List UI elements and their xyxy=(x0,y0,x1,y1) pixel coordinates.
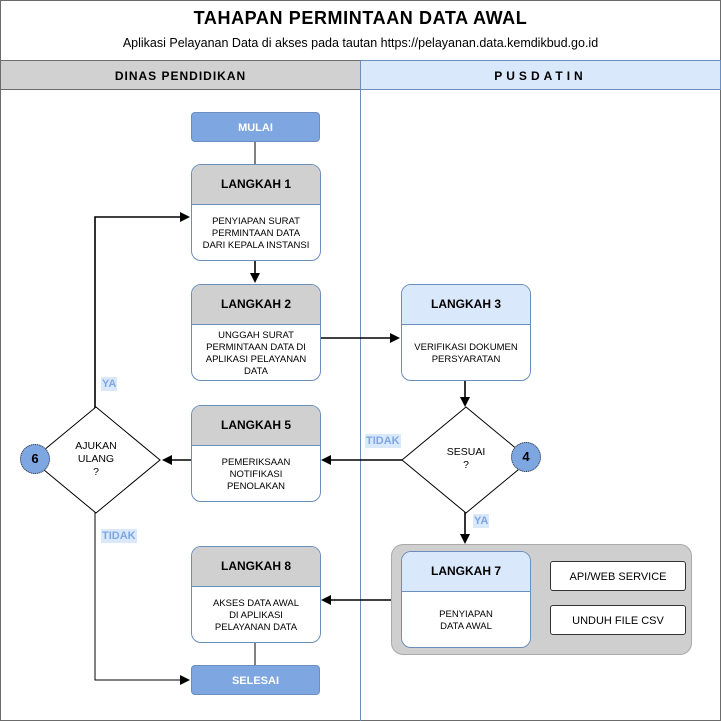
step-8-title: LANGKAH 8 xyxy=(192,547,320,587)
lane-header-dinas: DINAS PENDIDIKAN xyxy=(0,60,361,90)
decision-6-no-label: TIDAK xyxy=(101,529,137,543)
step-5-text: PEMERIKSAAN NOTIFIKASI PENOLAKAN xyxy=(221,456,291,492)
step-1-text: PENYIAPAN SURAT PERMINTAAN DATA DARI KEP… xyxy=(202,215,310,251)
diagram-title: TAHAPAN PERMINTAAN DATA AWAL xyxy=(193,8,528,28)
decision-4-badge: 4 xyxy=(511,442,541,472)
decision-4-label: SESUAI ? xyxy=(446,446,486,471)
step-8: LANGKAH 8 AKSES DATA AWAL DI APLIKASI PE… xyxy=(191,546,321,643)
step-7-title: LANGKAH 7 xyxy=(402,552,530,592)
decision-diamond-6 xyxy=(31,406,161,514)
step-7: LANGKAH 7 PENYIAPAN DATA AWAL xyxy=(401,551,531,648)
step-3-title: LANGKAH 3 xyxy=(402,285,530,325)
diagram-subtitle: Aplikasi Pelayanan Data di akses pada ta… xyxy=(122,36,599,50)
step-2-text: UNGGAH SURAT PERMINTAAN DATA DI APLIKASI… xyxy=(205,329,307,377)
decision-4-yes-label: YA xyxy=(473,514,490,528)
output-api-web-service: API/WEB SERVICE xyxy=(550,561,686,591)
step-1-title: LANGKAH 1 xyxy=(192,165,320,205)
step-5: LANGKAH 5 PEMERIKSAAN NOTIFIKASI PENOLAK… xyxy=(191,405,321,502)
step-8-text: AKSES DATA AWAL DI APLIKASI PELAYANAN DA… xyxy=(212,597,300,633)
step-7-text: PENYIAPAN DATA AWAL xyxy=(439,608,493,632)
end-terminal: SELESAI xyxy=(191,665,320,695)
decision-6-label: AJUKAN ULANG ? xyxy=(75,440,117,478)
output-unduh-file-csv: UNDUH FILE CSV xyxy=(550,605,686,635)
step-3: LANGKAH 3 VERIFIKASI DOKUMEN PERSYARATAN xyxy=(401,284,531,381)
lane-divider xyxy=(360,90,361,721)
step-5-title: LANGKAH 5 xyxy=(192,406,320,446)
step-3-text: VERIFIKASI DOKUMEN PERSYARATAN xyxy=(414,341,518,365)
step-2-title: LANGKAH 2 xyxy=(192,285,320,325)
step-1: LANGKAH 1 PENYIAPAN SURAT PERMINTAAN DAT… xyxy=(191,164,321,261)
connector-d6-s1 xyxy=(94,212,190,408)
lane-header-pusdatin: PUSDATIN xyxy=(360,60,721,90)
decision-6-badge: 6 xyxy=(20,444,50,474)
decision-6-yes-label: YA xyxy=(101,377,118,391)
decision-diamond-4 xyxy=(401,406,531,514)
decision-4-no-label: TIDAK xyxy=(365,434,401,448)
step-2: LANGKAH 2 UNGGAH SURAT PERMINTAAN DATA D… xyxy=(191,284,321,381)
start-terminal: MULAI xyxy=(191,112,320,142)
connector-d6-end xyxy=(94,512,190,685)
